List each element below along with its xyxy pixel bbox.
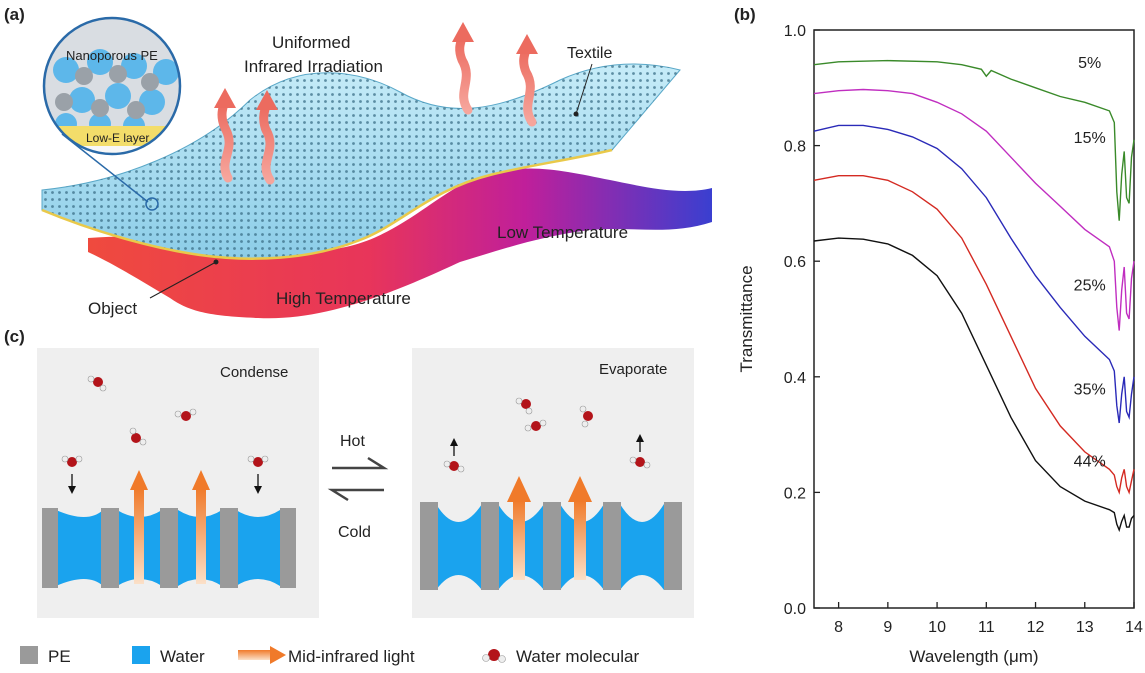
textile-pores (42, 64, 680, 259)
series-label-3: 35% (1074, 381, 1106, 398)
object-leader-dot (213, 259, 219, 265)
series-line-3 (813, 175, 1135, 495)
low-e-edge (41, 148, 613, 260)
legend-light-bar (238, 650, 272, 660)
y-tick-label: 0.6 (784, 254, 806, 271)
x-tick-label: 9 (883, 619, 892, 636)
series-line-0 (813, 59, 1135, 221)
reverse-arrow (327, 488, 384, 502)
y-tick-label: 0.0 (784, 601, 806, 618)
x-tick-label: 14 (1125, 619, 1143, 636)
condense-title: Condense (220, 364, 288, 381)
evaporate-title: Evaporate (599, 361, 667, 378)
x-tick-label: 13 (1076, 619, 1094, 636)
textile-label: Textile (567, 45, 612, 62)
series-line-2 (813, 124, 1135, 424)
panel-a-label: (a) (4, 5, 25, 24)
evaporate-ir-arrows (507, 476, 592, 580)
condense-membrane (42, 508, 296, 588)
legend-pe-label: PE (48, 647, 71, 666)
x-axis-title: Wavelength (μm) (909, 647, 1038, 666)
series-label-0: 5% (1078, 55, 1101, 72)
object-label: Object (88, 299, 137, 318)
hot-label: Hot (340, 433, 365, 450)
series-label-1: 15% (1074, 130, 1106, 147)
legend-water-label: Water (160, 647, 205, 666)
y-tick-label: 0.2 (784, 485, 806, 502)
cold-label: Cold (338, 524, 371, 541)
panel-b-label: (b) (734, 5, 756, 24)
y-axis: 0.0 0.2 0.4 0.6 0.8 1.0 (784, 23, 820, 618)
panel-a: (a) (4, 5, 712, 319)
y-tick-label: 1.0 (784, 23, 806, 40)
panel-c-label: (c) (4, 327, 25, 346)
legend-water-swatch (132, 646, 150, 664)
title-line2: Infrared Irradiation (244, 57, 383, 76)
x-axis: 8 9 10 11 12 13 14 (834, 602, 1143, 636)
low-temp-label: Low Temperature (497, 223, 628, 242)
y-axis-title: Transmittance (737, 265, 756, 372)
y-tick-label: 0.4 (784, 370, 806, 387)
legend-light-head (270, 646, 286, 664)
condense-ir-arrows (130, 470, 210, 584)
ir-arrowheads (214, 22, 538, 110)
y-tick-label: 0.8 (784, 139, 806, 156)
x-tick-label: 11 (978, 619, 995, 636)
panel-b: (b) 0.0 0.2 0.4 0.6 0.8 1.0 8 9 10 11 12 13 14 5% 15… (734, 5, 1143, 666)
plot-frame (813, 29, 1135, 609)
series-line-4 (813, 237, 1135, 533)
title-line1: Uniformed (272, 33, 350, 52)
forward-arrow (332, 456, 389, 470)
series-label-2: 25% (1074, 277, 1106, 294)
high-temp-label: High Temperature (276, 289, 411, 308)
legend-molecule-icon (482, 649, 506, 663)
legend-light-label: Mid-infrared light (288, 647, 415, 666)
x-tick-label: 8 (834, 619, 843, 636)
textile-leader (575, 63, 593, 115)
legend-molecule-label: Water molecular (516, 647, 639, 666)
inset-top-label: Nanoporous PE (66, 48, 158, 63)
series-line-1 (813, 88, 1135, 331)
series-label-4: 44% (1074, 454, 1106, 471)
series-layer (813, 59, 1135, 533)
panel-c: (c) Condense (4, 327, 694, 666)
ir-arrows (217, 33, 537, 185)
evaporate-molecules (443, 397, 651, 473)
inset-bottom-label: Low-E layer (86, 131, 149, 145)
object-slab (88, 168, 712, 319)
legend-pe-swatch (20, 646, 38, 664)
panel-c-legend: PE Water Mid-infrared light Water molecu… (20, 646, 639, 666)
nanoporous-inset: Nanoporous PE Low-E layer (42, 16, 182, 211)
series-labels: 5% 15% 25% 35% 44% (1074, 55, 1106, 471)
x-tick-label: 10 (928, 619, 946, 636)
x-tick-label: 12 (1027, 619, 1045, 636)
condense-molecules (61, 375, 269, 494)
textile-leader-dot (573, 111, 579, 117)
object-leader (149, 261, 217, 299)
